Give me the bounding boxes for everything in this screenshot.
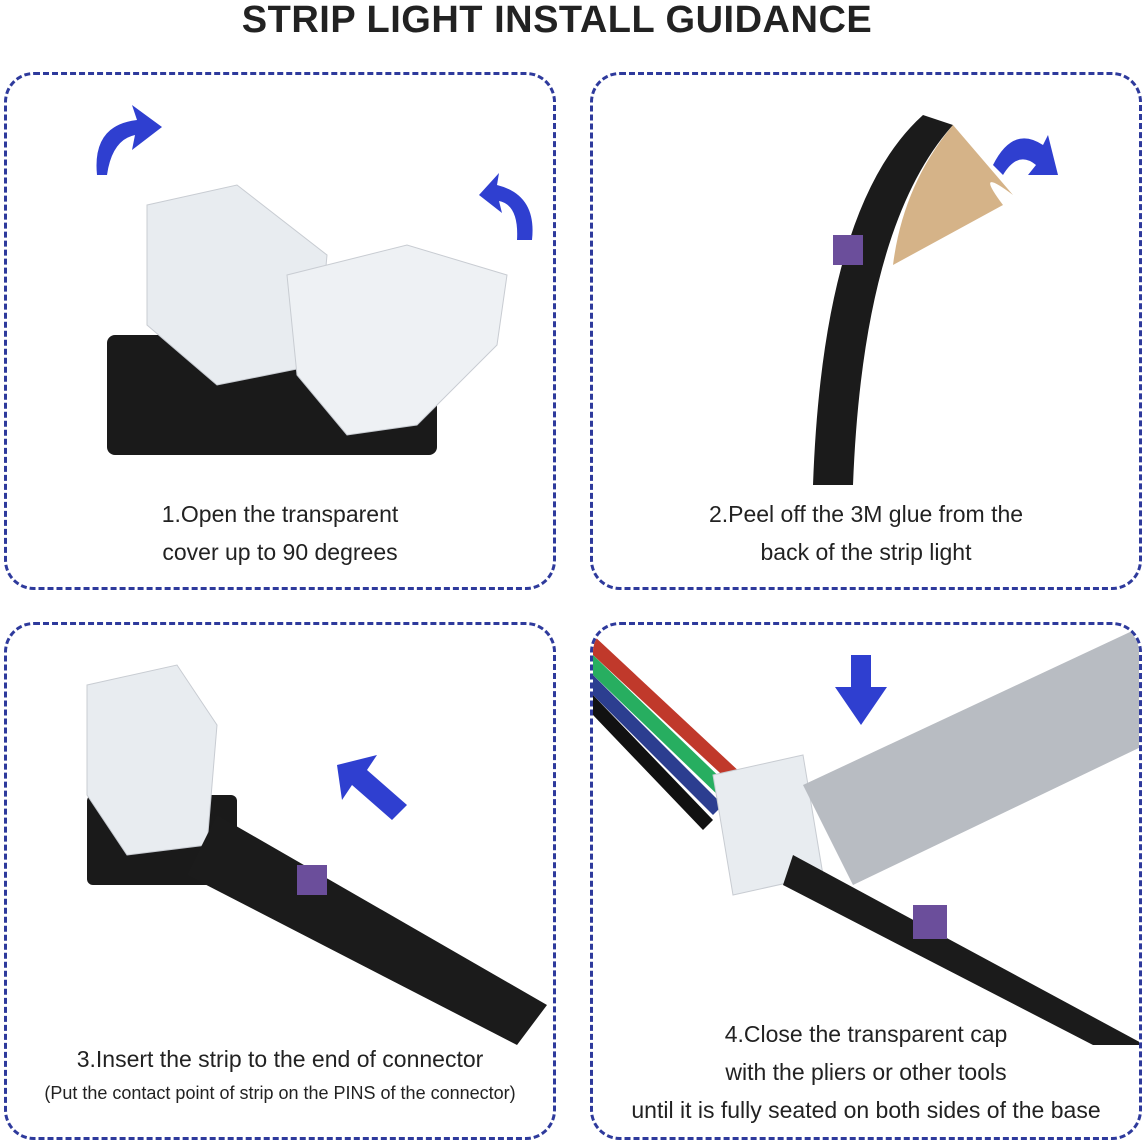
step-4-panel: 4.Close the transparent cap with the pli… — [590, 622, 1142, 1140]
step-1-caption: 1.Open the transparent cover up to 90 de… — [161, 501, 399, 565]
step-3-panel: 3.Insert the strip to the end of connect… — [4, 622, 556, 1140]
step-4-caption: 4.Close the transparent cap with the pli… — [631, 1021, 1101, 1123]
arrow-up-left-icon — [337, 755, 407, 820]
step-2-panel: 2.Peel off the 3M glue from the back of … — [590, 72, 1142, 590]
curved-arrow-icon — [96, 105, 162, 175]
step-2-caption: 2.Peel off the 3M glue from the back of … — [708, 501, 1024, 565]
strip-insert-illustration — [86, 664, 547, 1045]
strip-peel-illustration — [813, 115, 1058, 485]
arrow-down-icon — [835, 655, 887, 725]
step-3-caption: 3.Insert the strip to the end of connect… — [44, 1046, 516, 1103]
page-title: STRIP LIGHT INSTALL GUIDANCE — [241, 0, 873, 41]
curved-arrow-icon — [993, 135, 1058, 175]
curved-arrow-icon — [479, 173, 533, 240]
pliers-close-illustration — [593, 627, 1139, 1045]
connector-open-illustration — [96, 105, 533, 455]
step-1-panel: 1.Open the transparent cover up to 90 de… — [4, 72, 556, 590]
